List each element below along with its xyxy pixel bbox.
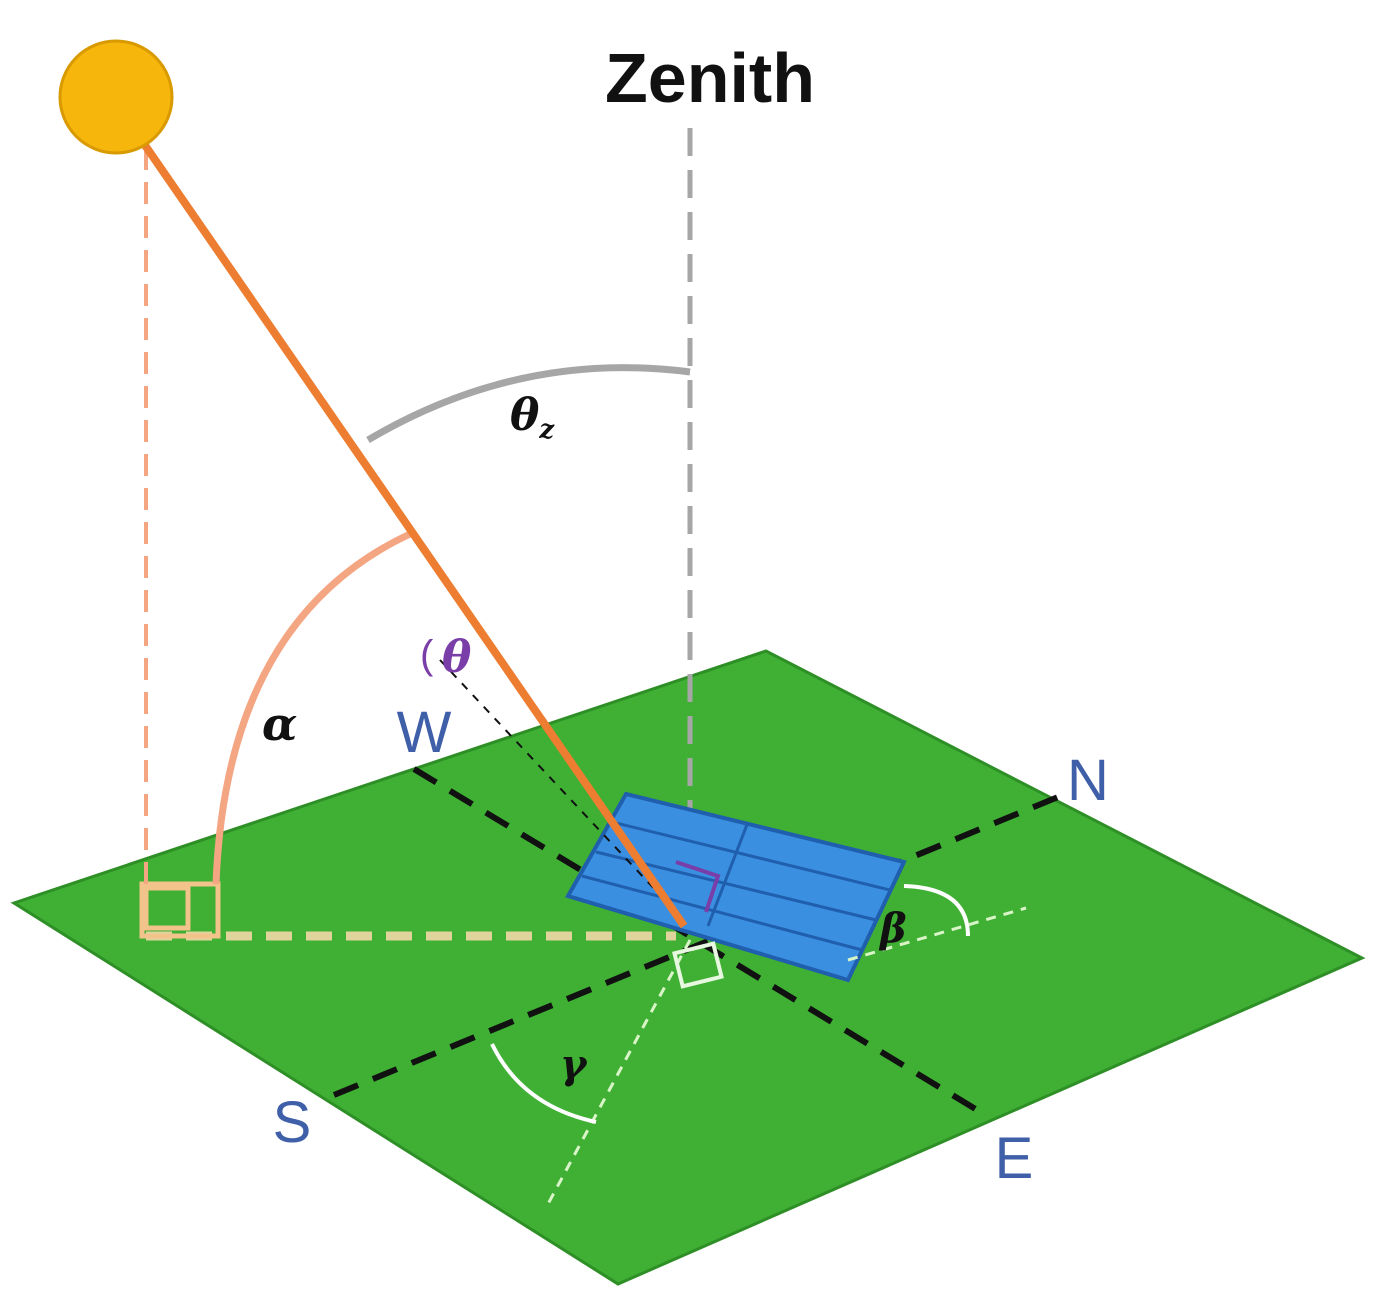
panel-grid-line-1: [611, 820, 891, 892]
alpha-label: α: [262, 697, 297, 751]
gamma-angle-arc: [490, 1043, 597, 1124]
zenith-label: Zenith: [605, 39, 815, 117]
right-angle-marker-inner: [143, 885, 191, 931]
theta-z-label: θz: [510, 390, 555, 445]
sun-icon: [58, 39, 174, 155]
panel-normal-marker: [675, 860, 721, 913]
north-label: N: [1067, 748, 1109, 813]
right-angle-marker-base: [672, 941, 724, 989]
beta-angle-arc: [903, 884, 970, 937]
west-east-axis: [412, 766, 989, 1119]
panel-grid-line-4: [706, 821, 750, 927]
panel-grid-line-3: [581, 874, 863, 952]
beta-helper-line: [847, 906, 1027, 962]
gamma-label: γ: [560, 1041, 588, 1088]
zenith-angle-arc: [366, 364, 691, 444]
ground-plane: [10, 649, 1366, 1286]
theta-paren-label: (: [420, 633, 434, 677]
altitude-angle-arc: [212, 530, 412, 885]
west-label: W: [397, 700, 452, 765]
sun-ray: [136, 135, 688, 929]
theta-label: θ: [442, 632, 472, 683]
gamma-helper-line: [546, 939, 692, 1205]
right-angle-marker-sun: [139, 881, 221, 939]
beta-label: β: [878, 905, 907, 952]
east-label: E: [995, 1126, 1034, 1191]
south-label: S: [273, 1090, 312, 1155]
